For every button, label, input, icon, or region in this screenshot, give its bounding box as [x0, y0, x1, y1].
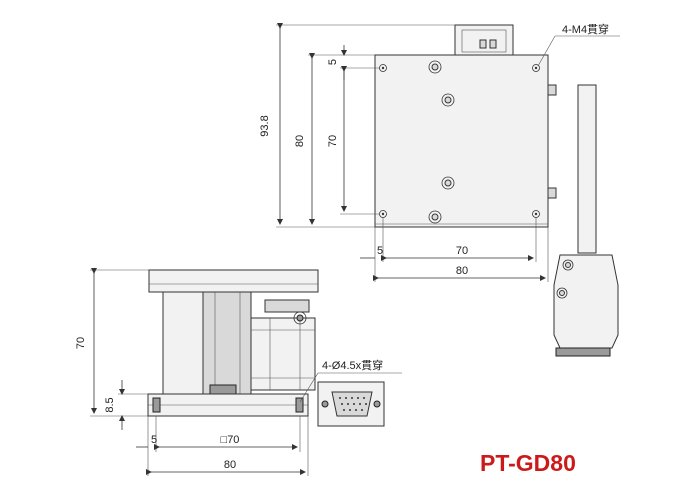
center-hole-icon [428, 60, 455, 224]
dim-left-outer: 93.8 [259, 115, 271, 136]
dim-left-small: 5 [327, 59, 339, 65]
cable-plug [553, 254, 619, 349]
dim-left-mid: 80 [294, 135, 306, 147]
top-plate [374, 54, 549, 228]
side-motor [250, 317, 316, 391]
cable [577, 84, 597, 254]
dim-bottom-outer: 80 [456, 265, 468, 277]
side-guide-body [162, 291, 204, 395]
side-center-block [202, 291, 252, 395]
side-hole-note: 4-Ø4.5x貫穿 [322, 358, 383, 372]
side-dim-bottom-outer: 80 [224, 459, 236, 471]
side-dim-base: 8.5 [104, 397, 116, 412]
dim-bottom-inner: 70 [456, 245, 468, 257]
side-dim-bottom-inner: □70 [221, 434, 240, 446]
side-dim-height: 70 [75, 337, 87, 349]
side-motor-cap [264, 299, 310, 313]
dim-bottom-small: 5 [377, 245, 383, 257]
side-dim-bottom-small: 5 [151, 434, 157, 446]
dim-left-inner: 70 [327, 135, 339, 147]
side-table-plate [148, 269, 319, 293]
top-view: 4-M4貫穿 93.8 80 70 5 70 5 80 [259, 22, 620, 357]
side-view: 4-Ø4.5x貫穿 70 8.5 5 □70 80 [75, 268, 402, 476]
top-hole-note: 4-M4貫穿 [562, 22, 609, 36]
model-label: PT-GD80 [480, 450, 576, 476]
